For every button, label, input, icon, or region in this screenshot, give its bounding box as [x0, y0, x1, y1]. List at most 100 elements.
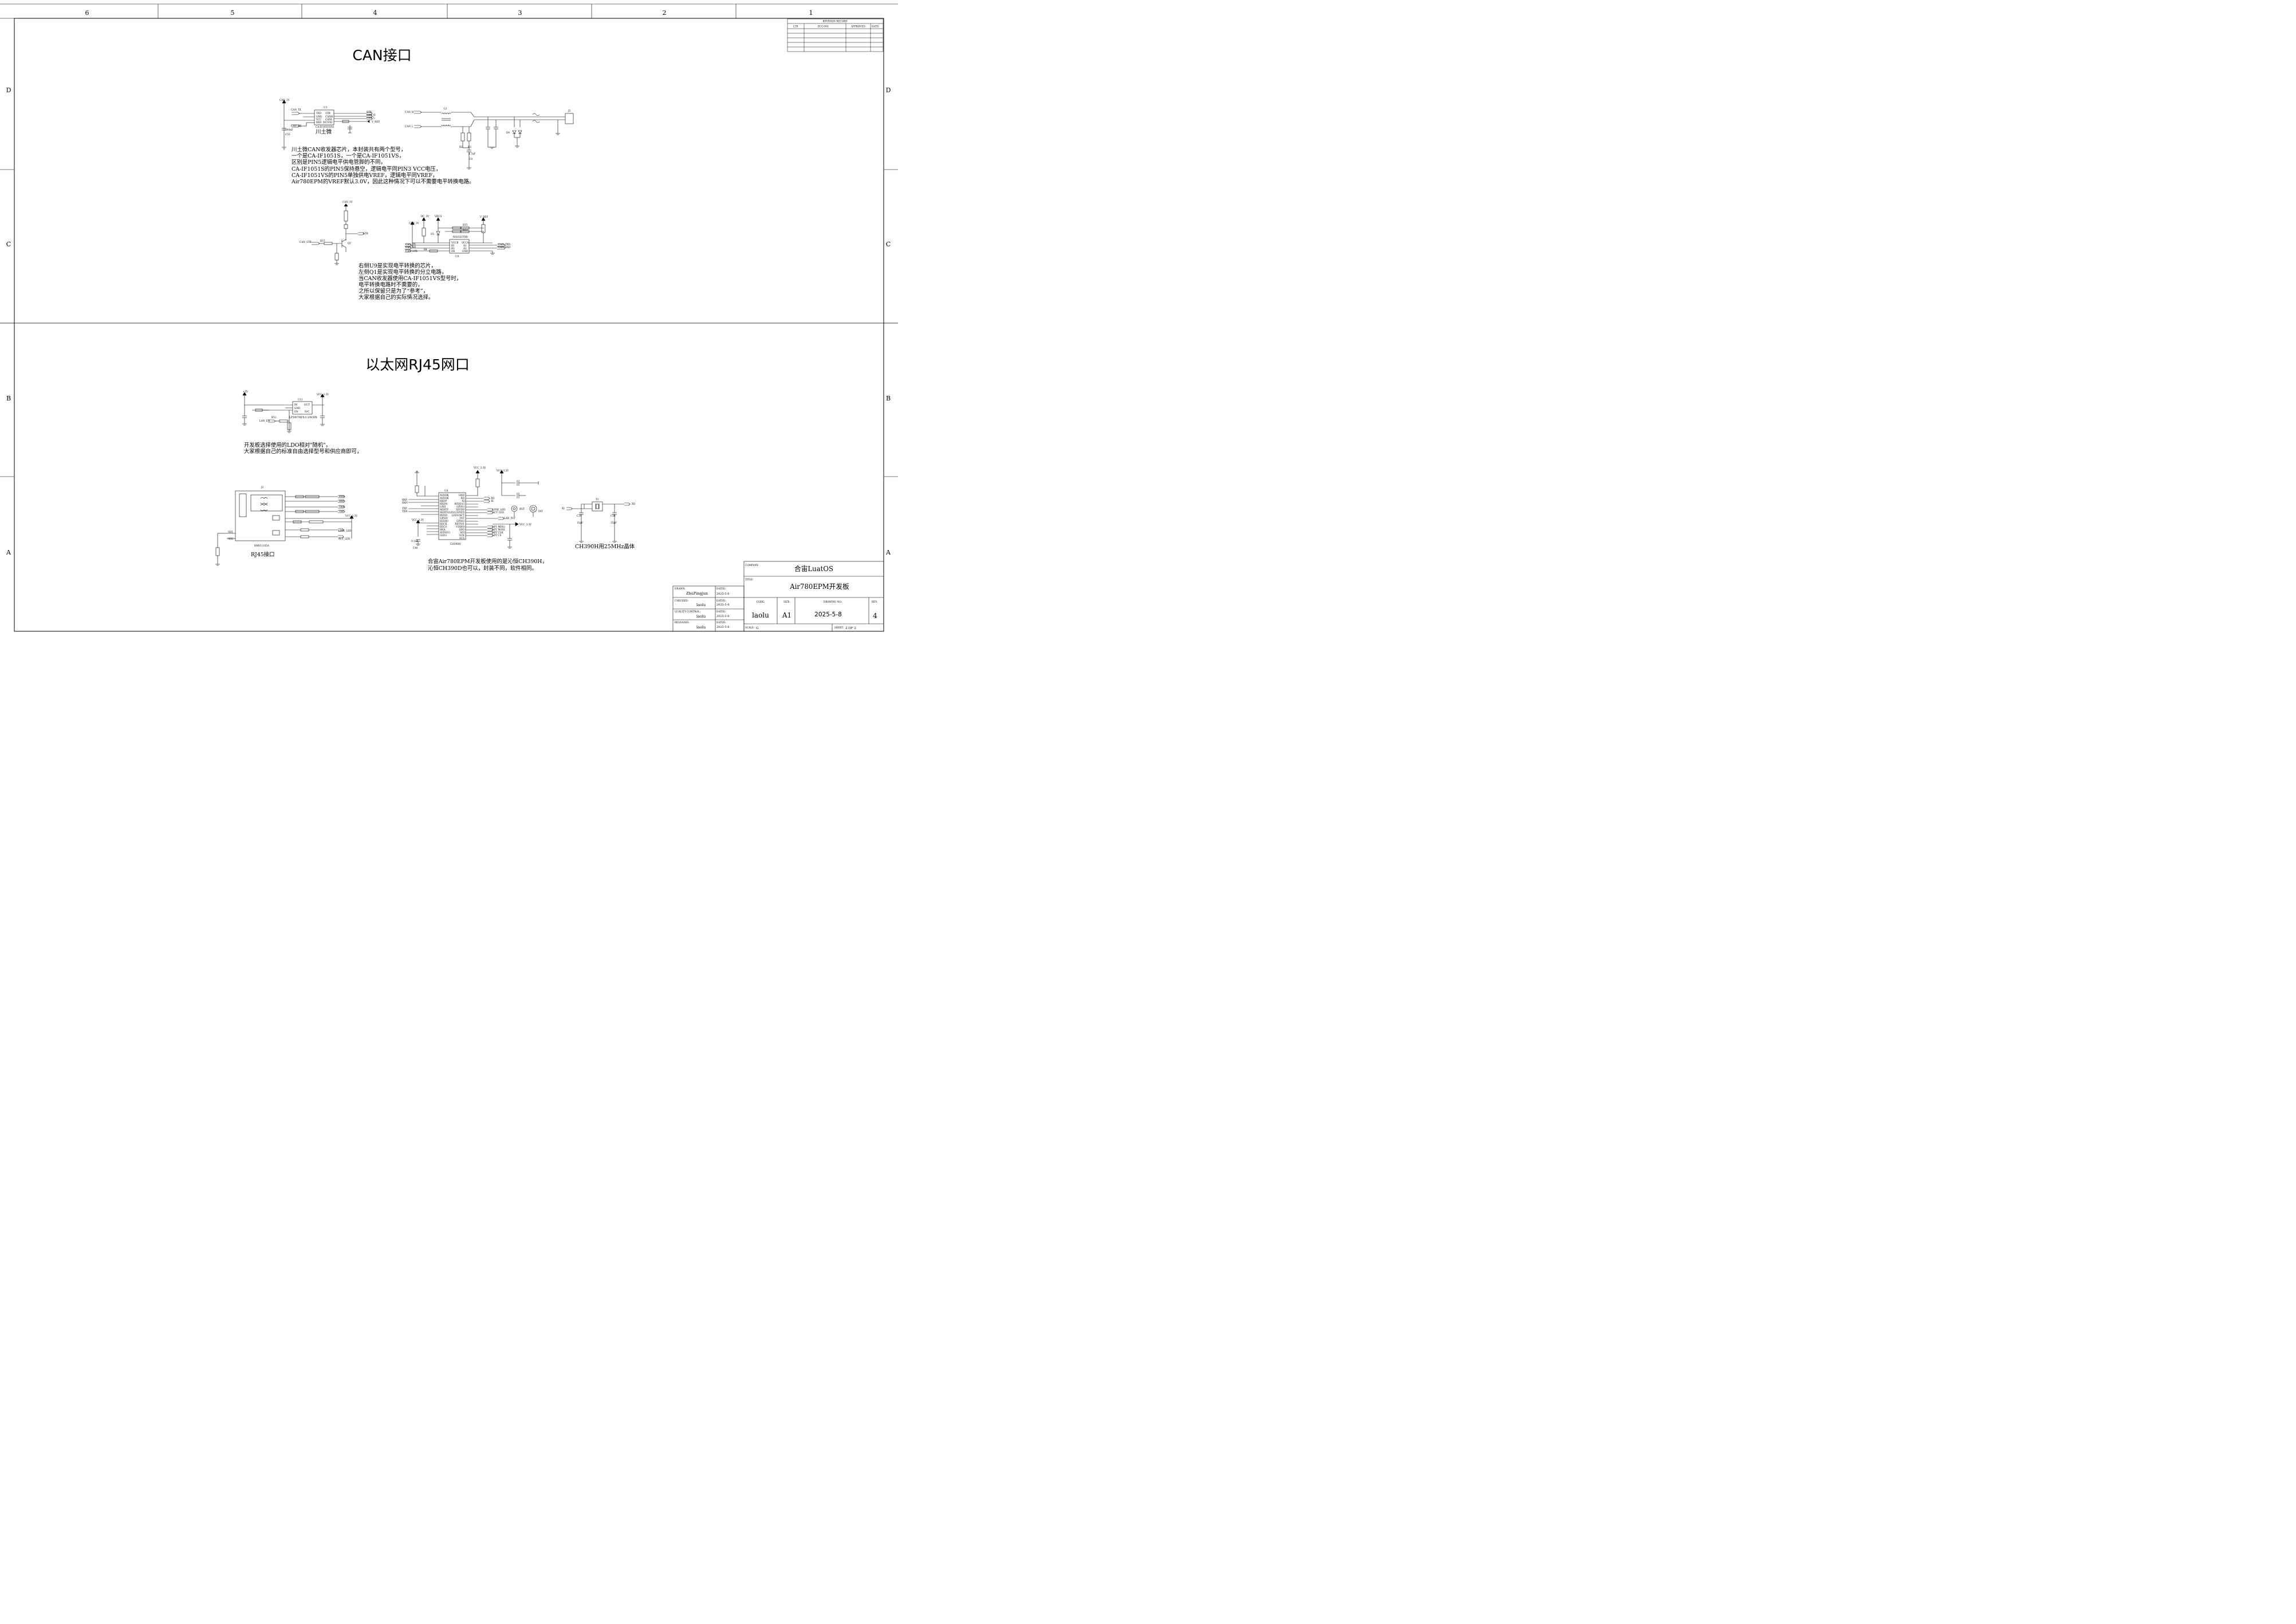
ref-designator: D5 [431, 233, 434, 235]
net-label: CAN_STB [405, 250, 418, 253]
pin-label: LED3 [440, 534, 447, 537]
checked-date: 2025-5-8 [716, 603, 729, 607]
net-label: VCC_3.3V [345, 514, 358, 517]
net-label: CAN_TXD [498, 243, 511, 246]
ref-designator: D4 [506, 131, 510, 134]
net-label: SPI_CLK [493, 531, 503, 534]
size-value: A1 [782, 611, 791, 619]
ethernet-section-title: 以太网RJ45网口 [365, 356, 470, 373]
pin-label: GND [316, 115, 322, 118]
net-label: CAN_H [405, 111, 414, 113]
pin-label: EECK [440, 522, 447, 525]
tb-label: RELEASED: [675, 621, 690, 624]
ref-designator: Y1 [595, 498, 599, 501]
ref-designator: R4 [424, 248, 427, 251]
ldo-note: 开发板选择使用的LDO相对"随机"， 大家根据自己的标准自由选择型号和供应商即可… [244, 442, 362, 455]
pin-label: N/C [305, 410, 309, 413]
ref-designator: R57 [320, 239, 325, 242]
value-label: 4.7nF [468, 152, 475, 155]
net-label: CAN_RX [405, 246, 416, 249]
revision-header: DATE: [872, 25, 879, 28]
net-label: TXN [402, 510, 408, 513]
ref-designator: U9 [455, 255, 459, 258]
note-line: 大家根据自己的实际情况选择。 [359, 294, 434, 301]
pin-label: CANL [325, 118, 333, 121]
ref-designator: C53 [285, 133, 290, 136]
tb-label: DATED: [716, 587, 726, 590]
tb-label: SIZE: [783, 600, 790, 603]
tb-label: SCALE: [745, 626, 754, 629]
tb-label: DATED: [716, 599, 726, 602]
pin-label: CANH [325, 115, 333, 118]
title-block [672, 561, 884, 632]
net-label: SPI_CS [493, 534, 502, 537]
net-label: CAN_L [367, 116, 375, 119]
ref-designator: J2 [261, 486, 264, 489]
net-label: SPI_MISO [493, 525, 505, 528]
pin-label: XO [461, 497, 465, 500]
net-label: +5V [243, 390, 249, 393]
pin-label: RXDP [440, 500, 447, 502]
net-label: RST [519, 508, 525, 510]
tb-label: DRAWING NO: [824, 600, 842, 603]
net-label: VCC_3.3V [473, 466, 486, 469]
net-label: LINK_LED [338, 529, 352, 532]
net-label: RXP [339, 500, 344, 502]
pin-label: RXD [316, 121, 322, 124]
net-label: VBUS [434, 215, 442, 218]
tb-label: QUALITY CONTROL: [675, 610, 700, 613]
q1-labels: CAN_3V STB CAN_STB Q1 R57 [300, 200, 368, 245]
chuantu-label: 川土微 [316, 128, 332, 135]
ref-designator: R2 [459, 146, 463, 148]
ref-designator: U8 [444, 489, 448, 492]
pin-label: GPIO1 [440, 517, 448, 520]
pin-label: OE [451, 250, 455, 253]
can-section-title: CAN接口 [352, 47, 411, 64]
ref-designator: C8 [469, 158, 472, 160]
pin-label: VDDIO [455, 525, 464, 528]
pin-label: OUT [304, 403, 310, 406]
ref-designator: J5 [568, 109, 571, 112]
part-number: HR911105A [254, 544, 270, 547]
note-line: 区别是PIN5逻辑电平供电管脚的不同， [292, 159, 386, 166]
pin-label: VCCB [451, 241, 459, 244]
tb-label: REV: [872, 600, 877, 603]
scale-value: G [756, 627, 758, 630]
note-line: 大家根据自己的标准自由选择型号和供应商即可， [244, 448, 362, 455]
net-label: CAN_3V [409, 222, 420, 225]
note-line: 一个是CA-IF1051S，一个是CA-IF1051VS， [292, 153, 404, 159]
row-label: A [885, 549, 891, 556]
rj45-labels: J2 HR911105A SH1 SH2 RXN RXP TXN TXP VCC… [228, 486, 358, 547]
row-label: B [886, 395, 891, 402]
row-label: C [6, 241, 11, 248]
net-label: CAN_STB [300, 241, 312, 243]
pin-label: LED2/ACT [452, 514, 464, 517]
pin-label: GPIO2 [456, 520, 464, 522]
revision-header: ECO NO: [818, 25, 829, 28]
note-line: 合宙Air780EPM开发板使用的是沁恒CH390H， [428, 558, 548, 565]
row-label: B [6, 395, 11, 402]
drawn-date: 2025-5-8 [716, 592, 729, 596]
discrete-level-shifter [312, 203, 365, 265]
schematic-sheet: 6 5 4 3 2 1 D D C C B B A A REVISION REC… [0, 3, 898, 632]
can-note: 川土微CAN收发器芯片，本封装共有两个型号， 一个是CA-IF1051S，一个是… [291, 146, 474, 185]
pin-label: A2 [463, 247, 467, 250]
revision-header: APPROVED: [850, 25, 866, 28]
value-label: 100nF [285, 128, 293, 131]
revision-title: REVISION RECORD [822, 20, 848, 23]
u9-level-shifter [405, 217, 506, 255]
note-line: 左侧Q1是实现电平转换的分立电路， [359, 269, 447, 276]
pin-label: B1 [451, 244, 455, 247]
ref-designator: R13 [463, 229, 468, 231]
ch390-circuit [408, 470, 539, 549]
qc-by: laolu [696, 614, 706, 619]
tb-label: CHECKED: [675, 599, 688, 602]
net-label: RXN [339, 495, 345, 498]
released-date: 2025-5-8 [716, 626, 729, 629]
note-line: CA-IF1051S的PIN5保持悬空，逻辑电平同PIN3 VCC电压， [292, 166, 441, 172]
pin-label: IOVDD [456, 508, 464, 511]
pin-label: GPIO3 [456, 505, 464, 508]
tb-label: DATED: [716, 610, 726, 613]
net-label: XI [562, 507, 565, 510]
ref-designator: R3 [468, 146, 471, 148]
